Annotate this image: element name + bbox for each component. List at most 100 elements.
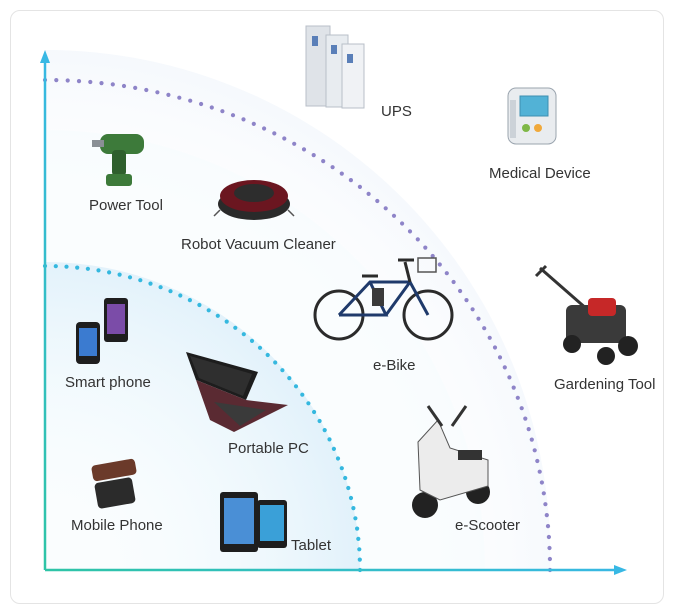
inner-arc-dot bbox=[353, 516, 358, 521]
inner-arc-dot bbox=[357, 547, 362, 552]
outer-arc-dot bbox=[526, 427, 531, 432]
outer-arc-dot bbox=[65, 78, 70, 83]
inner-arc-dot bbox=[273, 360, 278, 365]
inner-arc-dot bbox=[317, 418, 322, 424]
outer-arc-dot bbox=[535, 458, 540, 464]
outer-arc-dot bbox=[415, 237, 420, 242]
smartphone-icon bbox=[76, 298, 128, 364]
outer-arc-dot bbox=[497, 355, 503, 360]
inner-arc-dots bbox=[42, 263, 363, 573]
outer-arc-dot bbox=[451, 279, 456, 285]
lawn-mower-icon bbox=[534, 264, 638, 365]
outer-arc-dot bbox=[545, 524, 551, 529]
outer-arc-dot bbox=[76, 79, 82, 84]
label-e-scooter: e-Scooter bbox=[455, 517, 521, 534]
outer-arc-dot bbox=[220, 109, 225, 114]
outer-arc-dot bbox=[272, 131, 277, 136]
outer-arc-dot bbox=[430, 253, 435, 259]
outer-arc-dot bbox=[543, 502, 548, 507]
outer-arc-dot bbox=[144, 87, 149, 93]
inner-arc-dot bbox=[335, 456, 341, 461]
outer-arc-dot bbox=[251, 121, 256, 126]
outer-arc-dot bbox=[262, 126, 267, 131]
outer-arc-dot bbox=[423, 245, 428, 250]
inner-arc-dot bbox=[355, 526, 360, 531]
inner-arc-dot bbox=[343, 475, 348, 481]
outer-arc-dot bbox=[121, 83, 127, 89]
inner-arc-dot bbox=[306, 401, 311, 406]
outer-arc-dot bbox=[547, 556, 553, 562]
outer-arc-dot bbox=[301, 147, 307, 152]
outer-arc-dot bbox=[54, 78, 59, 83]
label-gardening-tool: Gardening Tool bbox=[554, 376, 656, 393]
outer-arc-dots bbox=[42, 77, 553, 573]
inner-arc-dot bbox=[241, 332, 246, 337]
inner-arc-dot bbox=[178, 293, 183, 298]
outer-arc-dot bbox=[391, 213, 397, 218]
label-mobile-phone: Mobile Phone bbox=[71, 517, 163, 534]
inner-arc-dot bbox=[148, 281, 153, 286]
inner-arc-dot bbox=[107, 270, 112, 275]
outer-arc-dot bbox=[155, 90, 160, 95]
outer-arc-dot bbox=[110, 82, 115, 87]
outer-arc-dot bbox=[209, 105, 214, 110]
outer-arc-dot bbox=[515, 395, 520, 400]
inner-arc-dot bbox=[233, 325, 238, 330]
inner-arc-dot bbox=[197, 302, 202, 308]
inner-arc-dot bbox=[249, 338, 255, 343]
inner-arc-dot bbox=[348, 495, 354, 501]
outer-arc-dot bbox=[282, 136, 287, 141]
inner-arc-dot bbox=[331, 446, 336, 451]
outer-arc-dot bbox=[133, 85, 138, 90]
outer-arc-dot bbox=[88, 79, 93, 85]
outer-arc-dot bbox=[292, 141, 297, 146]
outer-arc-dot bbox=[523, 416, 528, 421]
robot-vacuum-icon bbox=[213, 180, 295, 220]
outer-arc-dot bbox=[458, 288, 463, 294]
outer-arc-dot bbox=[230, 113, 236, 118]
label-portable-pc: Portable PC bbox=[228, 440, 309, 457]
inner-arc-dot bbox=[346, 485, 351, 491]
outer-arc-dot bbox=[188, 98, 193, 103]
tablet-icon bbox=[220, 492, 287, 552]
inner-arc-dot bbox=[300, 392, 305, 397]
ups-cabinet-icon bbox=[305, 25, 365, 109]
outer-arc-dot bbox=[537, 469, 542, 474]
label-smart-phone: Smart phone bbox=[65, 374, 151, 391]
label-medical-device: Medical Device bbox=[489, 165, 591, 182]
outer-arc-dot bbox=[507, 375, 512, 380]
outer-arc-dot bbox=[529, 437, 534, 442]
inner-arc-dot bbox=[85, 266, 90, 271]
bicycle-icon bbox=[313, 257, 454, 341]
outer-arc-dot bbox=[383, 206, 388, 211]
inner-arc-dot bbox=[265, 352, 270, 358]
inner-arc-dot bbox=[117, 272, 122, 277]
outer-arc-dot bbox=[177, 95, 182, 100]
infusion-pump-icon bbox=[507, 87, 557, 145]
inner-arc-dot bbox=[215, 313, 220, 318]
inner-arc-dot bbox=[339, 466, 344, 471]
inner-arc-dot bbox=[257, 345, 263, 350]
outer-arc-dot bbox=[99, 81, 104, 86]
outer-arc-dot bbox=[330, 165, 335, 170]
outer-arc-dot bbox=[407, 229, 413, 234]
outer-arc-dot bbox=[166, 92, 171, 97]
inner-arc-dot bbox=[75, 265, 80, 270]
inner-arc-dot bbox=[206, 308, 211, 313]
outer-arc-dot bbox=[470, 307, 475, 312]
outer-arc-dot bbox=[546, 534, 552, 540]
inner-arc-dot bbox=[168, 289, 173, 294]
inner-arc-dot bbox=[356, 536, 361, 542]
inner-arc-dot bbox=[327, 437, 332, 442]
inner-arc-dot bbox=[138, 278, 143, 283]
outer-arc-dot bbox=[339, 171, 344, 176]
inner-arc-dot bbox=[96, 268, 101, 273]
outer-arc-dot bbox=[487, 335, 492, 340]
laptop-icon bbox=[186, 352, 288, 432]
outer-arc-dot bbox=[492, 345, 498, 350]
outer-arc-dot bbox=[532, 448, 537, 453]
outer-arc-dot bbox=[357, 184, 362, 189]
outer-arc-dot bbox=[375, 198, 380, 204]
outer-arc-dot bbox=[311, 153, 316, 158]
